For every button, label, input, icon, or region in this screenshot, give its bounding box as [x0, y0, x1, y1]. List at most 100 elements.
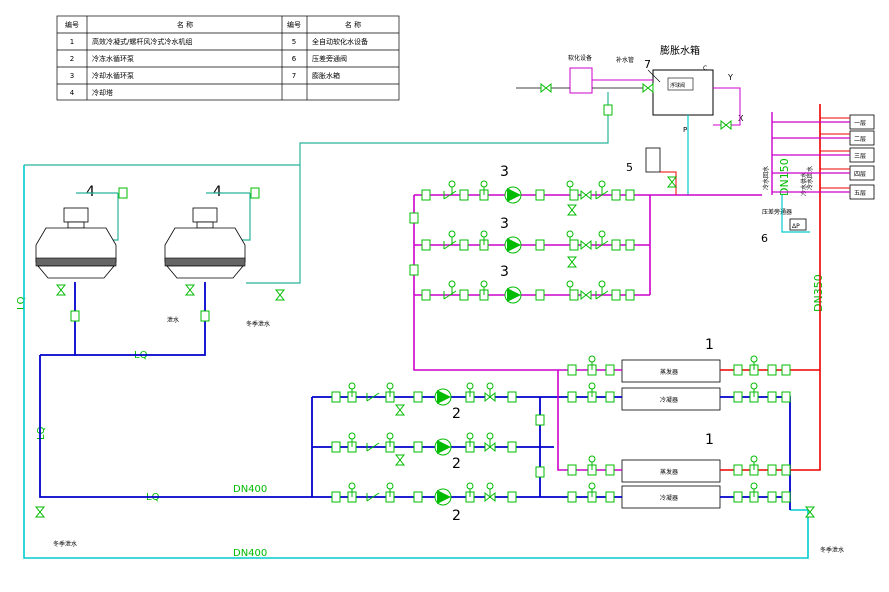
check-valve: [366, 442, 380, 452]
valve: [580, 239, 592, 251]
tower-equalizer-pipe: [246, 165, 301, 284]
valve: [184, 284, 196, 296]
flange-fitting: [781, 491, 791, 503]
winter-drain-tower: 冬季泄水: [246, 320, 270, 328]
evaporator-1: [621, 359, 721, 383]
pressure-gauge: [588, 355, 596, 363]
chiller-1: 蒸发器 冷凝器: [621, 359, 721, 411]
pressure-gauge: [486, 432, 494, 440]
valve: [55, 284, 67, 296]
pressure-gauge: [588, 455, 596, 463]
legend-cell: 4: [70, 89, 75, 97]
flange-fitting: [567, 491, 577, 503]
valve: [580, 189, 592, 201]
flange-fitting: [567, 464, 577, 476]
flange-fitting: [507, 491, 517, 503]
flange-fitting: [781, 364, 791, 376]
tower-basin: [37, 265, 115, 279]
condenser-1: [621, 387, 721, 411]
valve: [566, 204, 578, 216]
legend-cell: 1: [70, 38, 74, 46]
pressure-gauge: [448, 280, 456, 288]
pressure-gauge: [448, 180, 456, 188]
dn400-label-b: DN400: [233, 548, 267, 559]
fan-motor: [67, 221, 85, 229]
flange-fitting: [331, 491, 341, 503]
flange-fitting: [781, 391, 791, 403]
floor-4: 四层: [854, 171, 866, 178]
makeup-label: 补水管: [616, 56, 634, 64]
flange-fitting: [569, 189, 579, 201]
flange-fitting: [605, 464, 615, 476]
flange-fitting: [603, 104, 613, 116]
legend-cell: 7: [292, 72, 296, 80]
flange-fitting: [459, 189, 469, 201]
flange-fitting: [535, 189, 545, 201]
legend-header-no-2: 编号: [287, 20, 301, 29]
flange-fitting: [409, 264, 419, 276]
pressure-gauge: [480, 230, 488, 238]
flange-fitting: [118, 187, 128, 199]
valve: [394, 404, 406, 416]
dn150-label: DN150: [778, 158, 791, 196]
flange-fitting: [459, 289, 469, 301]
tower-fill: [164, 257, 246, 267]
flange-fitting: [413, 391, 423, 403]
flange-fitting: [605, 364, 615, 376]
pressure-gauge: [386, 432, 394, 440]
flange-fitting: [421, 189, 431, 201]
legend-cell: 冷冻水循环泵: [92, 54, 134, 63]
supply-return-label: 冷水回水: [806, 166, 814, 190]
floor-5: 五层: [854, 190, 866, 197]
pressure-gauge: [486, 482, 494, 490]
flange-fitting: [331, 441, 341, 453]
pressure-gauge: [486, 382, 494, 390]
flange-fitting: [611, 189, 621, 201]
softener-unit: [645, 147, 661, 173]
tag-7: 7: [644, 58, 651, 71]
flange-fitting: [733, 491, 743, 503]
lq-return-pipe: [39, 355, 312, 498]
tower-fill: [35, 257, 117, 267]
legend-cell: 3: [70, 72, 74, 80]
flange-fitting: [767, 464, 777, 476]
valve: [720, 119, 732, 131]
tower-collector-pipe: [74, 282, 206, 356]
valve: [394, 454, 406, 466]
bypass-valve: [789, 218, 807, 231]
flange-fitting: [569, 239, 579, 251]
flange-fitting: [767, 391, 777, 403]
legend-cell: 冷却塔: [92, 88, 113, 97]
tag-3-c: 3: [500, 264, 509, 280]
tag-1-b: 1: [705, 432, 714, 448]
flange-fitting: [70, 310, 80, 322]
pipe-letter-y: Y: [727, 73, 733, 82]
floor-2: 二层: [854, 136, 866, 143]
legend-header-name: 名 称: [177, 20, 193, 29]
flange-fitting: [535, 239, 545, 251]
legend-cell: 高效冷凝式/螺杆风冷式冷水机组: [92, 37, 192, 46]
dn350-label: DN350: [812, 274, 825, 312]
flange-fitting: [605, 391, 615, 403]
pressure-gauge: [598, 180, 606, 188]
makeup-pipe: [24, 92, 609, 166]
pump-impeller: [437, 440, 451, 454]
tag-4-right: 4: [213, 184, 222, 200]
flange-fitting: [535, 466, 545, 478]
pressure-gauge: [448, 230, 456, 238]
flange-fitting: [567, 364, 577, 376]
pressure-gauge: [598, 230, 606, 238]
pressure-gauge: [386, 382, 394, 390]
cw-to-chiller-2: [557, 370, 622, 471]
pressure-gauge: [750, 482, 758, 490]
flange-fitting: [535, 414, 545, 426]
tank-overflow: [713, 87, 741, 126]
flange-fitting: [331, 391, 341, 403]
cooling-towers: [35, 207, 246, 279]
flange-fitting: [767, 364, 777, 376]
flange-fitting: [733, 464, 743, 476]
pressure-gauge: [466, 382, 474, 390]
bypass-box-label: ΔP: [792, 223, 800, 230]
pipe-letter-p: P: [683, 126, 687, 134]
tag-6: 6: [761, 232, 768, 245]
